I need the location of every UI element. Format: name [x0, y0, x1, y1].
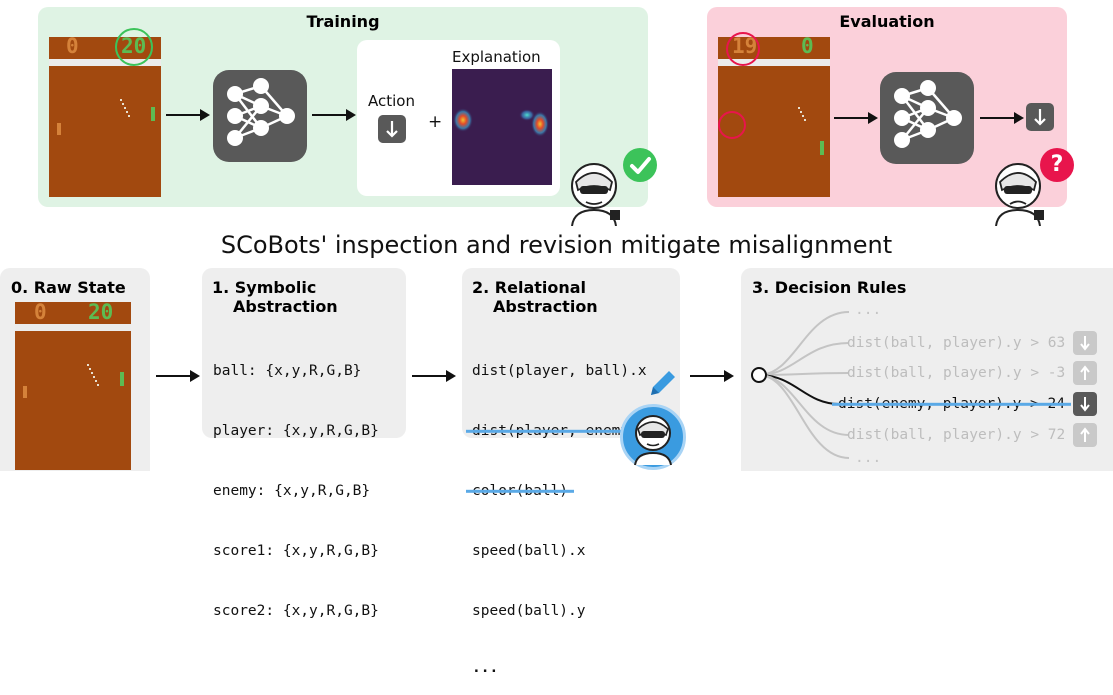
decision-rules-title: 3. Decision Rules — [752, 278, 907, 297]
up-arrow-icon — [1080, 365, 1090, 380]
explanation-heatmap — [452, 69, 552, 185]
question-icon: ? — [1040, 148, 1074, 182]
rule-line: ... — [855, 302, 882, 318]
pong-top-wall — [49, 59, 161, 66]
neural-network-icon — [213, 70, 307, 162]
ball-trail — [798, 107, 806, 121]
tree-root-node — [751, 367, 767, 383]
decision-rules-panel — [741, 268, 1113, 471]
rule-line-removed: dist(enemy, player).y > 24 — [838, 396, 1065, 412]
ball-trail — [120, 99, 130, 117]
check-icon — [623, 148, 657, 182]
symbolic-line: ball: {x,y,R,G,B} — [213, 363, 362, 379]
neural-network-icon — [880, 72, 974, 164]
training-score-left: 0 — [66, 34, 79, 58]
player-paddle — [820, 141, 824, 155]
relational-title-line2: Abstraction — [493, 297, 598, 316]
user-avatar-icon — [571, 163, 620, 226]
relational-line-removed: color(ball) — [472, 483, 569, 499]
explanation-label: Explanation — [452, 48, 541, 66]
arrow-icon — [166, 109, 210, 121]
symbolic-code: ball: {x,y,R,G,B} player: {x,y,R,G,B} en… — [213, 321, 379, 641]
down-arrow-icon — [1080, 336, 1090, 351]
raw-state-pong-frame — [15, 302, 131, 470]
tree-branch — [758, 311, 850, 376]
rule-up-badge — [1073, 361, 1097, 385]
evaluation-title: Evaluation — [839, 12, 935, 31]
relational-line: speed(ball).x — [472, 543, 586, 559]
rule-line: dist(ball, player).y > 72 — [847, 427, 1066, 443]
plus-sign: + — [428, 112, 443, 132]
symbolic-line: score1: {x,y,R,G,B} — [213, 543, 379, 559]
rule-line: ... — [855, 450, 882, 466]
action-down-button — [1026, 103, 1054, 131]
enemy-paddle — [23, 386, 27, 398]
rule-down-badge — [1073, 331, 1097, 355]
raw-score-left: 0 — [34, 300, 47, 324]
rule-down-badge-selected — [1073, 392, 1097, 416]
symbolic-title-line2: Abstraction — [233, 297, 338, 316]
evaluation-pong-frame — [718, 37, 830, 197]
user-reviewer-avatar — [620, 404, 686, 470]
arrow-icon — [980, 112, 1024, 124]
player-paddle — [151, 107, 155, 121]
user-avatar-icon — [634, 415, 672, 466]
relational-title-line1: 2. Relational — [472, 278, 587, 297]
evaluation-score-right: 0 — [801, 34, 814, 58]
arrow-icon — [156, 370, 200, 382]
down-arrow-icon — [1080, 397, 1090, 412]
symbolic-line: enemy: {x,y,R,G,B} — [213, 483, 371, 499]
rule-line: dist(ball, player).y > -3 — [847, 365, 1066, 381]
tree-branch — [758, 342, 850, 376]
arrow-icon — [690, 370, 734, 382]
symbolic-line: score2: {x,y,R,G,B} — [213, 603, 379, 619]
symbolic-line: player: {x,y,R,G,B} — [213, 423, 379, 439]
evaluation-score-highlight-circle — [726, 32, 760, 66]
raw-score-right: 20 — [88, 300, 114, 324]
rule-line: dist(ball, player).y > 63 — [847, 335, 1066, 351]
ball-trail — [87, 364, 99, 386]
tree-branch — [758, 374, 850, 459]
arrow-icon — [312, 109, 356, 121]
user-avatar-icon — [995, 163, 1044, 226]
relational-code: dist(player, ball).x dist(player, enemy)… — [472, 321, 655, 695]
training-title: Training — [306, 12, 380, 31]
enemy-paddle — [57, 123, 61, 135]
relational-line: speed(ball).y — [472, 603, 586, 619]
relational-line: dist(player, ball).x — [472, 363, 647, 379]
decision-tree-branches — [751, 311, 850, 459]
raw-state-title: 0. Raw State — [11, 278, 126, 297]
pong-court — [49, 66, 161, 197]
missing-enemy-circle — [718, 111, 746, 139]
pencil-icon — [651, 371, 675, 395]
player-paddle — [120, 372, 124, 386]
symbolic-abstraction-panel — [202, 268, 406, 438]
action-down-button — [378, 115, 406, 143]
down-arrow-icon — [386, 121, 398, 138]
training-score-highlight-circle — [115, 28, 153, 66]
headline: SCoBots' inspection and revision mitigat… — [220, 231, 893, 259]
arrow-icon — [412, 370, 456, 382]
symbolic-title-line1: 1. Symbolic — [212, 278, 317, 297]
relational-line: ... — [472, 660, 499, 676]
arrow-icon — [834, 112, 878, 124]
action-label: Action — [368, 92, 415, 110]
down-arrow-icon — [1034, 109, 1046, 126]
up-arrow-icon — [1080, 427, 1090, 442]
rule-up-badge — [1073, 423, 1097, 447]
